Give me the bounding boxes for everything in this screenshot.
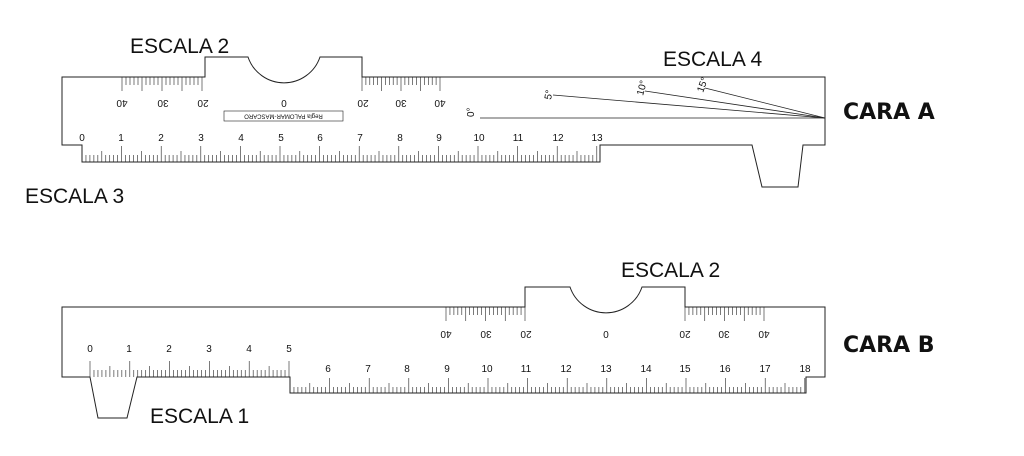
a-main-number: 6	[317, 133, 323, 144]
label-escala1: ESCALA 1	[150, 405, 249, 428]
b-main-number: 18	[799, 364, 811, 375]
b-main-number: 15	[679, 364, 691, 375]
ruler-a-escala2-numbers: 40 30 20 0 20 30 40	[116, 97, 446, 108]
b-e2-number: 30	[718, 328, 730, 339]
b-main-number: 10	[481, 364, 493, 375]
a-main-number: 7	[357, 133, 363, 144]
ruler-a-angle-labels: 0° 5° 10° 15°	[466, 76, 711, 117]
a-e2-number: 30	[157, 97, 169, 108]
brand-stamp	[223, 110, 344, 122]
b-e2-number: 20	[679, 328, 691, 339]
angle-label-5: 5°	[543, 89, 555, 100]
a-main-number: 2	[158, 133, 164, 144]
label-cara-a: CARA A	[843, 100, 935, 125]
a-main-number: 11	[513, 133, 524, 144]
a-main-number: 10	[473, 133, 485, 144]
a-e2-number: 40	[116, 97, 128, 108]
b-main-number: 13	[600, 364, 612, 375]
a-main-number: 3	[198, 133, 204, 144]
a-e2-number: 20	[197, 97, 209, 108]
label-escala4: ESCALA 4	[663, 48, 763, 71]
angle-label-15: 15°	[695, 76, 711, 94]
b-main-number: 11	[521, 364, 532, 375]
a-main-number: 9	[436, 133, 442, 144]
label-cara-b: CARA B	[843, 333, 935, 358]
angle-line-10	[644, 90, 826, 119]
b-small-number: 1	[126, 344, 132, 355]
ruler-b-escala1-ticks	[89, 361, 290, 377]
label-escala3: ESCALA 3	[25, 185, 124, 208]
a-main-number: 13	[591, 133, 603, 144]
a-e2-number: 30	[395, 97, 407, 108]
ruler-b-escala2-left-ticks	[445, 307, 526, 321]
b-e2-number: 0	[603, 328, 609, 339]
angle-label-0: 0°	[466, 107, 477, 117]
b-small-number: 2	[166, 344, 172, 355]
ruler-b-escala2-numbers: 40 30 20 0 20 30 40	[440, 328, 770, 339]
a-main-number: 1	[118, 133, 124, 144]
b-main-number: 14	[640, 364, 652, 375]
ruler-b-escala2-right-ticks	[684, 307, 765, 321]
b-main-number: 7	[365, 364, 371, 375]
angle-label-10: 10°	[635, 79, 650, 96]
b-main-number: 6	[325, 364, 331, 375]
ruler-a-escala2-left-ticks	[121, 77, 203, 91]
ruler-b-body	[61, 286, 826, 419]
a-main-number: 0	[79, 133, 85, 144]
b-e2-number: 40	[758, 328, 770, 339]
b-e2-number: 40	[440, 328, 452, 339]
angle-line-5	[552, 94, 826, 119]
b-e2-number: 30	[480, 328, 492, 339]
ruler-a-body	[61, 56, 826, 188]
b-main-number: 8	[404, 364, 410, 375]
a-main-number: 4	[238, 133, 244, 144]
b-main-number: 9	[444, 364, 450, 375]
ruler-a-main-numbers: 0 1 2 3 4 5 6 7 8 9 10 11 12 13	[79, 133, 603, 144]
b-small-number: 5	[286, 344, 292, 355]
ruler-b-main-ticks	[289, 378, 806, 393]
ruler-cara-b	[61, 286, 826, 419]
label-escala2-top: ESCALA 2	[130, 35, 229, 58]
b-e2-number: 20	[520, 328, 532, 339]
a-main-number: 12	[552, 133, 564, 144]
b-main-number: 16	[719, 364, 731, 375]
ruler-b-small-numbers: 0 1 2 3 4 5	[87, 344, 292, 355]
ruler-a-escala2-right-ticks	[361, 77, 441, 91]
ruler-b-main-numbers: 6 7 8 9 10 11 12 13 14 15 16 17 18	[325, 364, 811, 375]
brand-text: Regla PALOMAR-MASCARO	[244, 112, 323, 118]
ruler-a-escala4-angles	[480, 87, 826, 119]
b-small-number: 4	[246, 344, 252, 355]
a-e2-number: 40	[434, 97, 446, 108]
label-escala2-bottom: ESCALA 2	[621, 259, 720, 282]
angle-line-15	[704, 87, 826, 119]
b-main-number: 17	[759, 364, 771, 375]
ruler-a-main-ticks	[81, 146, 598, 162]
b-small-number: 3	[206, 344, 212, 355]
a-e2-number: 20	[357, 97, 369, 108]
a-main-number: 8	[397, 133, 403, 144]
ruler-cara-a: Regla PALOMAR-MASCARO	[61, 56, 826, 188]
b-small-number: 0	[87, 344, 93, 355]
b-main-number: 12	[560, 364, 572, 375]
a-e2-number: 0	[281, 97, 287, 108]
a-main-number: 5	[278, 133, 284, 144]
